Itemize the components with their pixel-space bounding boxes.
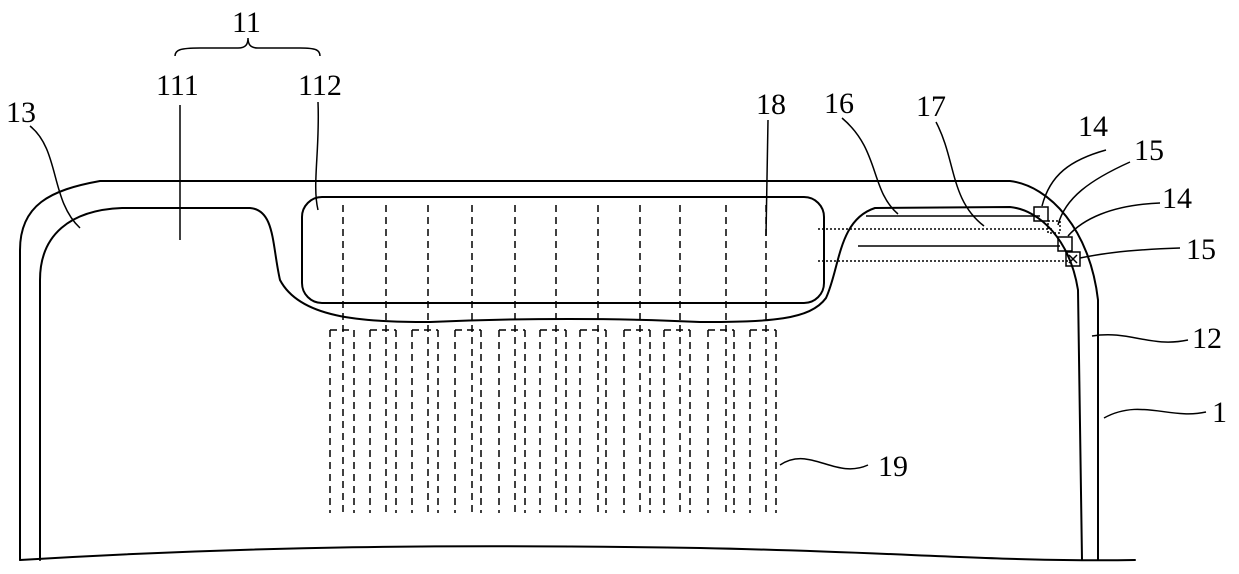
bottom-cut-line xyxy=(20,546,1135,560)
label-11: 11 xyxy=(232,6,261,39)
label-12: 12 xyxy=(1192,322,1222,355)
leader-12 xyxy=(1092,335,1188,342)
leader-15-upper xyxy=(1058,162,1130,225)
leader-17 xyxy=(936,122,984,226)
brace-11 xyxy=(175,38,320,56)
label-14-upper: 14 xyxy=(1078,110,1108,143)
label-19: 19 xyxy=(878,450,908,483)
outer-frame xyxy=(20,181,1098,560)
label-18: 18 xyxy=(756,88,786,121)
label-13: 13 xyxy=(6,96,36,129)
label-17: 17 xyxy=(916,90,946,123)
leader-112 xyxy=(316,102,319,210)
leader-14-lower xyxy=(1068,203,1160,236)
label-15-upper: 15 xyxy=(1134,134,1164,167)
dashed-grid xyxy=(343,205,766,513)
label-16: 16 xyxy=(824,87,854,120)
leader-1 xyxy=(1104,409,1206,418)
label-15-lower: 15 xyxy=(1186,233,1216,266)
label-14-lower: 14 xyxy=(1162,182,1192,215)
electrode-brackets xyxy=(330,330,776,513)
leader-18 xyxy=(766,120,768,236)
label-112: 112 xyxy=(298,69,342,102)
leader-15-lower xyxy=(1080,248,1180,258)
region-112-box xyxy=(302,197,824,303)
label-1: 1 xyxy=(1212,396,1227,429)
leader-16 xyxy=(842,118,898,214)
label-111: 111 xyxy=(156,69,199,102)
inner-frame xyxy=(40,207,1082,560)
leader-19 xyxy=(780,459,868,469)
leader-13 xyxy=(30,126,80,228)
